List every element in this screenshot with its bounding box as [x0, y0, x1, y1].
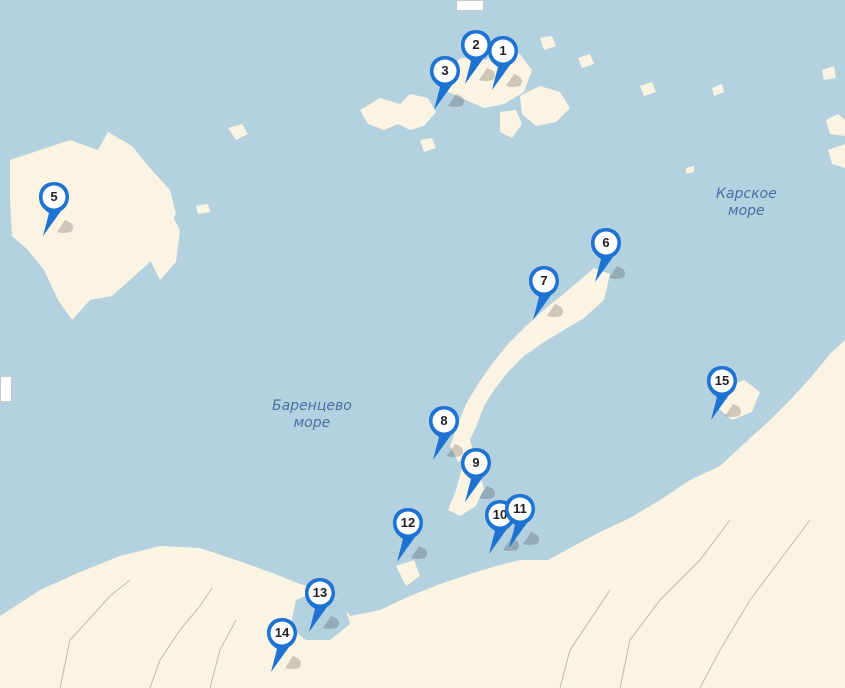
- map-marker[interactable]: 6: [589, 226, 627, 286]
- marker-label: 1: [499, 43, 507, 58]
- marker-label: 7: [540, 273, 548, 288]
- marker-pin-icon: [39, 182, 73, 236]
- marker-pin-icon: [430, 56, 464, 110]
- marker-label: 11: [513, 501, 527, 516]
- marker-label: 14: [274, 625, 290, 640]
- admin-borders: [59, 519, 811, 688]
- map-marker[interactable]: 1: [486, 34, 524, 94]
- barents-sea-label-line2: море: [293, 415, 331, 431]
- marker-pin-icon: [267, 618, 301, 672]
- marker-pin-icon: [505, 494, 539, 548]
- marker-label: 9: [472, 455, 480, 470]
- map-marker[interactable]: 5: [37, 180, 75, 240]
- marker-label: 15: [714, 373, 730, 388]
- map-marker[interactable]: 12: [391, 506, 429, 566]
- map-marker[interactable]: 9: [459, 446, 497, 506]
- map-marker[interactable]: 13: [303, 576, 341, 636]
- map-marker[interactable]: 15: [705, 364, 743, 424]
- marker-pin-icon: [529, 266, 563, 320]
- marker-label: 8: [440, 413, 448, 428]
- map-marker[interactable]: 8: [427, 404, 465, 464]
- marker-label: 13: [312, 585, 328, 600]
- marker-pin-icon: [461, 30, 495, 84]
- left-edge-tab: [0, 376, 12, 402]
- svalbard: [10, 132, 180, 320]
- kara-sea-label-line2: море: [728, 203, 765, 219]
- marker-pin-icon: [591, 228, 625, 282]
- marker-pin-icon: [707, 366, 741, 420]
- marker-label: 3: [441, 63, 449, 78]
- barents-sea-label: Баренцево море: [272, 398, 352, 432]
- map-marker[interactable]: 14: [265, 616, 303, 676]
- marker-label: 12: [400, 515, 416, 530]
- marker-label: 10: [492, 507, 508, 522]
- marker-label: 6: [602, 235, 610, 250]
- marker-pin-icon: [305, 578, 339, 632]
- map-marker[interactable]: 11: [503, 492, 541, 552]
- marker-pin-icon: [461, 448, 495, 502]
- map-marker[interactable]: 2: [459, 28, 497, 88]
- barents-sea-label-line1: Баренцево: [272, 398, 352, 414]
- marker-pin-icon: [488, 36, 522, 90]
- kara-sea-label: Карское море: [716, 186, 777, 220]
- marker-pin-icon: [429, 406, 463, 460]
- top-edge-tab: [456, 0, 484, 11]
- marker-pin-icon: [393, 508, 427, 562]
- map-marker[interactable]: 3: [428, 54, 466, 114]
- map-marker[interactable]: 7: [527, 264, 565, 324]
- marker-label: 5: [50, 189, 58, 204]
- marker-label: 2: [472, 37, 480, 52]
- kara-sea-label-line1: Карское: [716, 186, 777, 202]
